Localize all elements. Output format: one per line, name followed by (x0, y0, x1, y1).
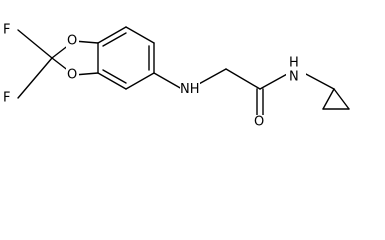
o-top-bg (66, 33, 79, 49)
bond-f-top-c2 (17, 29, 53, 59)
amine-bg (180, 82, 200, 98)
atom-label-layer: F F O O NH H N O (3, 22, 306, 130)
bond-ring-to-amine (153, 72, 183, 90)
bond-carbonyl-to-amide-n (259, 72, 290, 90)
bond-cyclopropyl-3 (333, 88, 350, 110)
bond-amide-n-to-cyclopropyl (303, 72, 335, 90)
o-bottom-bg (66, 67, 79, 83)
amide-n-label: N (289, 70, 299, 85)
oxygen-top-label: O (67, 34, 77, 49)
fluorine-top-label: F (3, 23, 10, 38)
bond-ring-6-double (102, 69, 127, 84)
molecule-structure: F F O O NH H N O (3, 22, 350, 130)
amine-h-label: H (190, 82, 200, 97)
fluorine-bottom-label: F (3, 91, 10, 106)
bond-ring-2-double (102, 32, 127, 47)
carbonyl-oxygen-label: O (254, 115, 264, 130)
f-bottom-bg (3, 90, 15, 106)
bond-ring-6 (97, 72, 127, 90)
amide-h-label: H (289, 56, 299, 71)
bond-f-bottom-c2 (17, 57, 53, 99)
bond-ring-5 (125, 72, 155, 90)
bond-ring-3 (125, 26, 155, 44)
amine-nitrogen-label: NH (180, 82, 200, 97)
bond-ch2-to-carbonyl (225, 68, 261, 90)
bond-cyclopropyl-1 (322, 88, 335, 110)
oxygen-bottom-label: O (67, 68, 77, 83)
amine-n-label: N (180, 82, 190, 97)
bond-amine-to-ch2 (196, 68, 227, 86)
f-top-bg (3, 22, 15, 38)
carbonyl-o-bg (254, 115, 267, 129)
bond-ring-2 (97, 26, 127, 44)
amide-bg (286, 58, 306, 84)
